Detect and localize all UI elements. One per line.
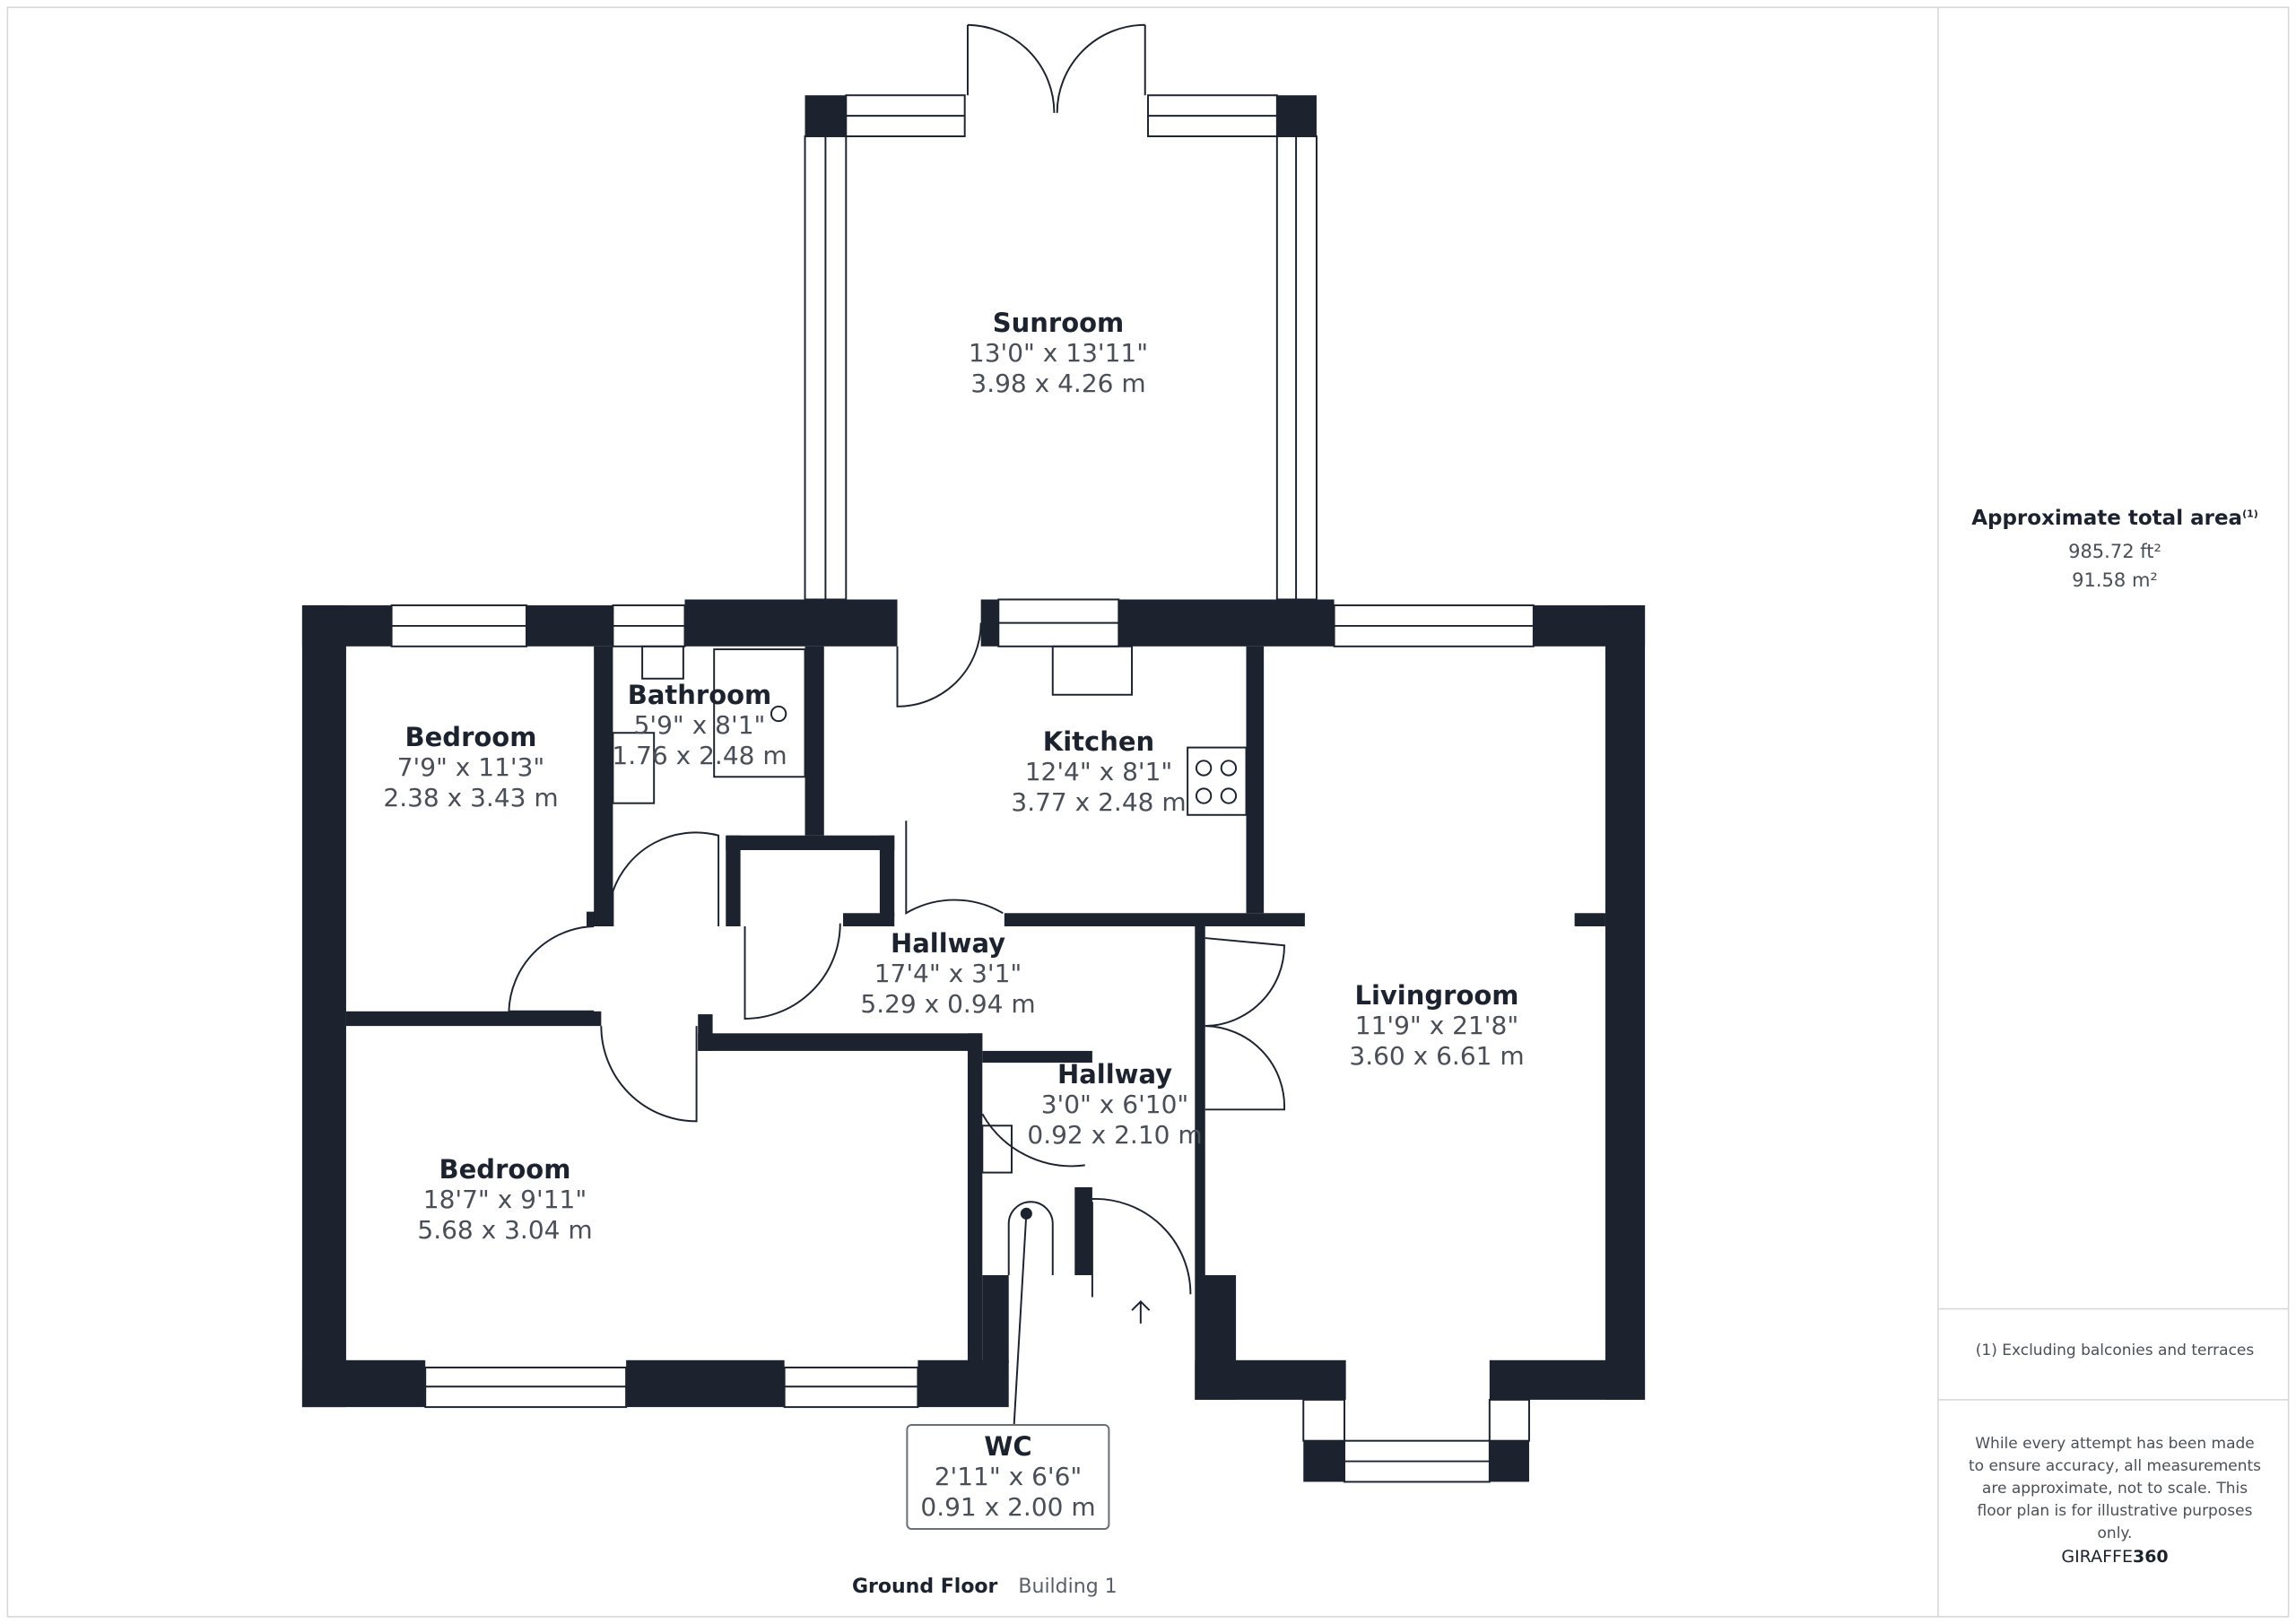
walls — [301, 598, 1646, 1483]
room-size-metric: 0.91 x 2.00 m — [920, 1492, 1096, 1522]
room-size-imperial: 13'0" x 13'11" — [968, 338, 1149, 368]
room-name: Bedroom — [439, 1154, 571, 1185]
page-frame — [6, 6, 2290, 1618]
room-name: WC — [984, 1431, 1032, 1462]
room-label-bedroom: Bedroom 7'9" x 11'3" 2.38 x 3.43 m — [383, 722, 558, 813]
room-size-imperial: 3'0" x 6'10" — [1040, 1090, 1189, 1119]
room-size-imperial: 11'9" x 21'8" — [1354, 1011, 1519, 1040]
floor-name: Ground Floor — [852, 1576, 998, 1598]
disclaimer: While every attempt has been made to ens… — [1968, 1435, 2262, 1542]
sunroom — [804, 23, 1318, 601]
room-size-metric: 1.76 x 2.48 m — [612, 741, 787, 770]
room-name: Bathroom — [627, 680, 772, 710]
room-size-imperial: 2'11" x 6'6" — [934, 1462, 1083, 1491]
room-label-bedroom-2: Bedroom 18'7" x 9'11" 5.68 x 3.04 m — [417, 1154, 592, 1246]
room-size-metric: 3.98 x 4.26 m — [970, 369, 1146, 398]
room-size-metric: 3.77 x 2.48 m — [1011, 787, 1187, 817]
room-label-hallway: Hallway 17'4" x 3'1" 5.29 x 0.94 m — [860, 928, 1035, 1020]
area-summary: Approximate total area(1) 985.72 ft² 91.… — [1940, 507, 2290, 591]
room-label-sunroom: Sunroom 13'0" x 13'11" 3.98 x 4.26 m — [969, 308, 1148, 399]
room-size-imperial: 18'7" x 9'11" — [422, 1185, 587, 1214]
room-name: Kitchen — [1042, 726, 1155, 757]
room-size-imperial: 7'9" x 11'3" — [396, 752, 545, 782]
room-name: Sunroom — [992, 308, 1125, 338]
brand-number: 360 — [2132, 1547, 2169, 1567]
building-name: Building 1 — [1018, 1576, 1118, 1598]
room-size-metric: 5.29 x 0.94 m — [860, 989, 1036, 1019]
brand-text: GIRAFFE — [2061, 1547, 2133, 1567]
room-size-metric: 5.68 x 3.04 m — [417, 1215, 593, 1245]
room-label-bathroom: Bathroom 5'9" x 8'1" 1.76 x 2.48 m — [612, 680, 787, 771]
room-label-wc: WC 2'11" x 6'6" 0.91 x 2.00 m — [906, 1424, 1110, 1530]
area-footnote: (1) Excluding balconies and terraces — [1975, 1342, 2255, 1359]
area-footnote-mark: (1) — [2242, 508, 2258, 520]
room-size-metric: 2.38 x 3.43 m — [383, 783, 559, 812]
room-size-imperial: 5'9" x 8'1" — [633, 710, 766, 740]
room-name: Livingroom — [1354, 980, 1519, 1011]
area-title: Approximate total area — [1971, 507, 2243, 530]
room-name: Hallway — [1057, 1059, 1173, 1090]
fixtures — [508, 622, 1285, 1466]
room-size-metric: 3.60 x 6.61 m — [1349, 1041, 1525, 1071]
brand-logo: GIRAFFE360 — [1940, 1547, 2290, 1567]
room-size-metric: 0.92 x 2.10 m — [1027, 1120, 1203, 1150]
room-size-imperial: 12'4" x 8'1" — [1024, 757, 1173, 786]
room-label-kitchen: Kitchen 12'4" x 8'1" 3.77 x 2.48 m — [1011, 726, 1186, 818]
room-name: Bedroom — [404, 722, 537, 752]
room-size-imperial: 17'4" x 3'1" — [874, 959, 1022, 988]
floor-caption: Ground Floor Building 1 — [852, 1576, 1118, 1598]
room-label-hallway-2: Hallway 3'0" x 6'10" 0.92 x 2.10 m — [1027, 1059, 1202, 1151]
area-m: 91.58 m² — [2072, 569, 2158, 591]
area-ft: 985.72 ft² — [2068, 541, 2161, 562]
room-name: Hallway — [890, 928, 1006, 959]
room-label-livingroom: Livingroom 11'9" x 21'8" 3.60 x 6.61 m — [1349, 980, 1524, 1072]
